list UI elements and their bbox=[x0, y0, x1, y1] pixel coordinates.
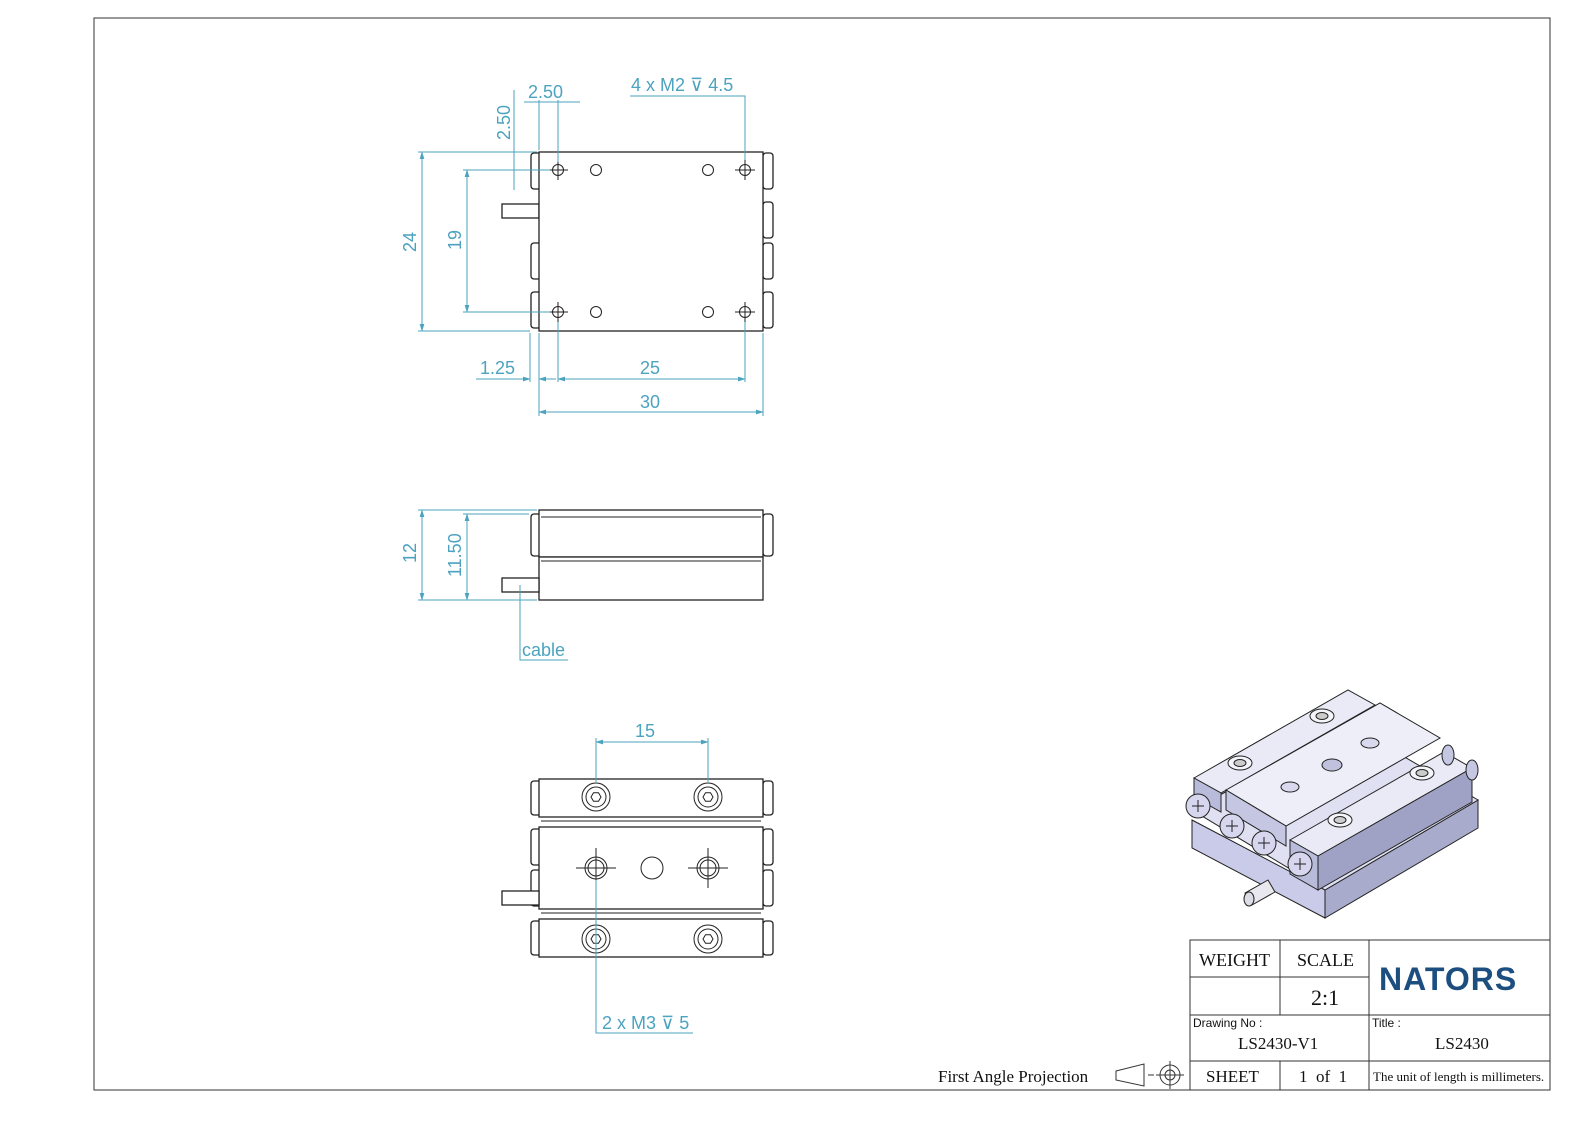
hole-callout-m3: 2 x M3 ⊽ 5 bbox=[602, 1013, 689, 1033]
front-view-upper-body bbox=[538, 509, 764, 558]
dim-30: 30 bbox=[640, 392, 660, 412]
front-view-dimensions bbox=[418, 509, 568, 661]
sheet-border bbox=[93, 17, 1551, 1091]
isometric-view bbox=[1185, 689, 1479, 919]
drawing-no-value: LS2430-V1 bbox=[1238, 1034, 1318, 1053]
dim-2-50-x: 2.50 bbox=[528, 82, 563, 102]
brand-logo: NATORS bbox=[1379, 961, 1517, 997]
dim-1-25: 1.25 bbox=[480, 358, 515, 378]
title-label: Title : bbox=[1372, 1016, 1401, 1030]
dim-19: 19 bbox=[445, 230, 465, 250]
scale-label: SCALE bbox=[1297, 950, 1354, 970]
dim-2-50-y: 2.50 bbox=[494, 105, 514, 140]
unit-note: The unit of length is millimeters. bbox=[1373, 1069, 1544, 1084]
bottom-view: 15 2 x M3 ⊽ 5 bbox=[501, 721, 774, 1034]
scale-value: 2:1 bbox=[1311, 985, 1339, 1010]
weight-label: WEIGHT bbox=[1199, 950, 1270, 970]
top-view-body bbox=[538, 151, 764, 332]
cable-label: cable bbox=[522, 640, 565, 660]
dim-24: 24 bbox=[400, 232, 420, 252]
drawing-no-label: Drawing No : bbox=[1193, 1016, 1262, 1030]
top-view: 2.50 2.50 4 x M2 ⊽ 4.5 24 19 1.25 25 30 bbox=[400, 75, 774, 416]
projection-label: First Angle Projection bbox=[938, 1067, 1089, 1086]
title-block: WEIGHT SCALE 2:1 NATORS Drawing No : LS2… bbox=[1189, 939, 1551, 1091]
dim-12: 12 bbox=[400, 543, 420, 563]
mounting-holes bbox=[548, 160, 755, 322]
hole-callout-m2: 4 x M2 ⊽ 4.5 bbox=[631, 75, 733, 95]
dim-25: 25 bbox=[640, 358, 660, 378]
dim-11-50: 11.50 bbox=[445, 533, 465, 577]
m3-holes bbox=[576, 848, 728, 888]
top-view-dimensions bbox=[418, 90, 764, 416]
dim-15: 15 bbox=[635, 721, 655, 741]
sheet-label: SHEET bbox=[1206, 1067, 1260, 1086]
sheet-value: 1 of 1 bbox=[1299, 1067, 1347, 1086]
bottom-view-dimensions bbox=[595, 738, 709, 1034]
front-view-lower-body bbox=[538, 556, 764, 601]
title-value: LS2430 bbox=[1435, 1034, 1489, 1053]
first-angle-projection-icon bbox=[1115, 1061, 1184, 1089]
front-view: 12 11.50 cable bbox=[400, 509, 774, 661]
